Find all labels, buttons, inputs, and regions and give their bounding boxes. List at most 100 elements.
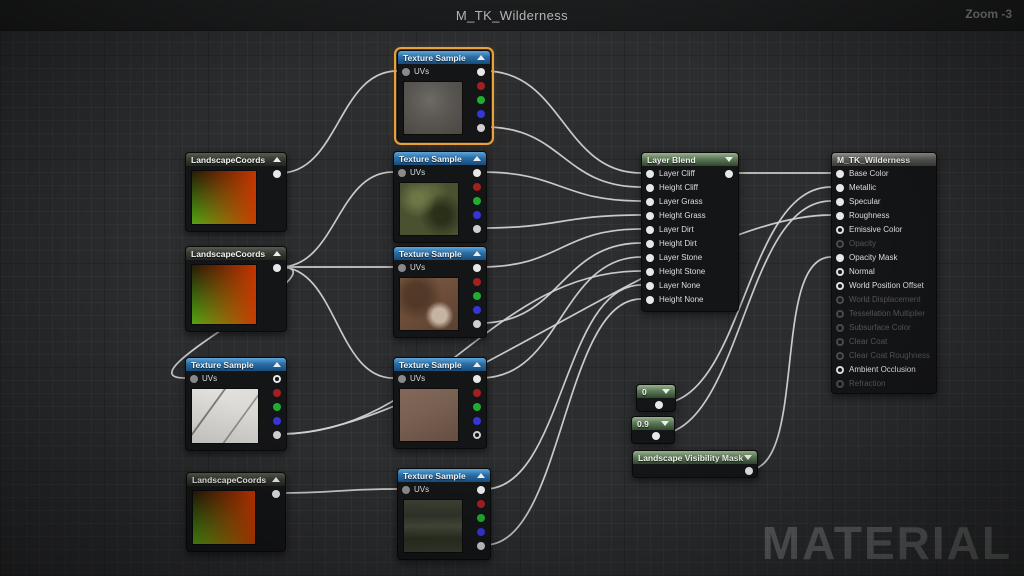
input-pin[interactable]	[836, 282, 844, 290]
output-pin-r[interactable]	[477, 500, 485, 508]
input-pin[interactable]	[646, 170, 654, 178]
input-pin[interactable]	[646, 296, 654, 304]
collapse-arrow-icon[interactable]	[273, 251, 281, 256]
output-pin-g[interactable]	[473, 292, 481, 300]
output-pin-rgb[interactable]	[477, 486, 485, 494]
output-pin-r[interactable]	[477, 82, 485, 90]
input-pin[interactable]	[836, 352, 844, 360]
uvs-input-pin[interactable]	[190, 375, 198, 383]
input-pin[interactable]	[836, 240, 844, 248]
input-pin[interactable]	[836, 226, 844, 234]
wire[interactable]	[480, 214, 642, 229]
wire[interactable]	[484, 126, 642, 188]
output-pin[interactable]	[725, 170, 733, 178]
input-pin[interactable]	[646, 184, 654, 192]
input-pin[interactable]	[836, 296, 844, 304]
collapse-arrow-icon[interactable]	[273, 362, 281, 367]
node-const0[interactable]: 0	[636, 384, 676, 412]
output-pin-g[interactable]	[477, 96, 485, 104]
wire[interactable]	[484, 298, 642, 546]
output-pin-rgb[interactable]	[473, 375, 481, 383]
input-pin[interactable]	[646, 240, 654, 248]
output-pin-rgb[interactable]	[273, 375, 281, 383]
output-pin-rgb[interactable]	[477, 68, 485, 76]
wire[interactable]	[480, 171, 642, 202]
output-pin-g[interactable]	[477, 514, 485, 522]
node-coords3[interactable]: LandscapeCoords	[186, 472, 286, 552]
uvs-input-pin[interactable]	[398, 169, 406, 177]
collapse-arrow-icon[interactable]	[473, 156, 481, 161]
wire[interactable]	[480, 256, 642, 379]
node-coords2[interactable]: LandscapeCoords	[185, 246, 287, 332]
output-pin-b[interactable]	[477, 528, 485, 536]
collapse-arrow-icon[interactable]	[473, 251, 481, 256]
input-pin[interactable]	[836, 310, 844, 318]
uvs-input-pin[interactable]	[402, 68, 410, 76]
input-pin[interactable]	[646, 198, 654, 206]
output-pin-g[interactable]	[473, 403, 481, 411]
output-pin-b[interactable]	[473, 306, 481, 314]
output-pin-a[interactable]	[473, 320, 481, 328]
input-pin[interactable]	[836, 212, 844, 220]
wire[interactable]	[279, 70, 398, 174]
output-pin-b[interactable]	[477, 110, 485, 118]
input-pin[interactable]	[646, 254, 654, 262]
collapse-arrow-icon[interactable]	[473, 362, 481, 367]
output-pin-g[interactable]	[473, 197, 481, 205]
uvs-input-pin[interactable]	[398, 264, 406, 272]
output-pin[interactable]	[745, 467, 753, 475]
input-pin[interactable]	[836, 366, 844, 374]
expand-arrow-icon[interactable]	[744, 455, 752, 460]
collapse-arrow-icon[interactable]	[272, 477, 280, 482]
uvs-input-pin[interactable]	[398, 375, 406, 383]
collapse-arrow-icon[interactable]	[477, 473, 485, 478]
collapse-arrow-icon[interactable]	[273, 157, 281, 162]
output-pin-r[interactable]	[273, 389, 281, 397]
expand-arrow-icon[interactable]	[725, 157, 733, 162]
input-pin[interactable]	[836, 254, 844, 262]
node-coords1[interactable]: LandscapeCoords	[185, 152, 287, 232]
output-pin[interactable]	[273, 264, 281, 272]
input-pin[interactable]	[836, 268, 844, 276]
output-pin[interactable]	[272, 490, 280, 498]
input-pin[interactable]	[836, 198, 844, 206]
input-pin[interactable]	[836, 184, 844, 192]
input-pin[interactable]	[646, 226, 654, 234]
output-pin-g[interactable]	[273, 403, 281, 411]
output-pin-rgb[interactable]	[473, 169, 481, 177]
input-pin[interactable]	[836, 380, 844, 388]
output-pin[interactable]	[655, 401, 663, 409]
wire[interactable]	[278, 488, 398, 494]
output-pin[interactable]	[273, 170, 281, 178]
output-pin-r[interactable]	[473, 183, 481, 191]
output-pin-a[interactable]	[477, 124, 485, 132]
output-pin-b[interactable]	[273, 417, 281, 425]
input-pin[interactable]	[646, 268, 654, 276]
output-pin-a[interactable]	[473, 431, 481, 439]
wire[interactable]	[279, 171, 394, 268]
input-pin[interactable]	[646, 212, 654, 220]
output-pin-r[interactable]	[473, 389, 481, 397]
collapse-arrow-icon[interactable]	[477, 55, 485, 60]
node-const09[interactable]: 0.9	[631, 416, 675, 444]
output-pin-b[interactable]	[473, 211, 481, 219]
output-pin-a[interactable]	[473, 225, 481, 233]
output-pin-r[interactable]	[473, 278, 481, 286]
wire[interactable]	[480, 242, 642, 324]
output-pin-b[interactable]	[473, 417, 481, 425]
wire[interactable]	[280, 214, 832, 435]
wire[interactable]	[747, 256, 832, 471]
input-pin[interactable]	[646, 282, 654, 290]
wire[interactable]	[279, 266, 394, 379]
input-pin[interactable]	[836, 170, 844, 178]
expand-arrow-icon[interactable]	[662, 389, 670, 394]
output-pin[interactable]	[652, 432, 660, 440]
